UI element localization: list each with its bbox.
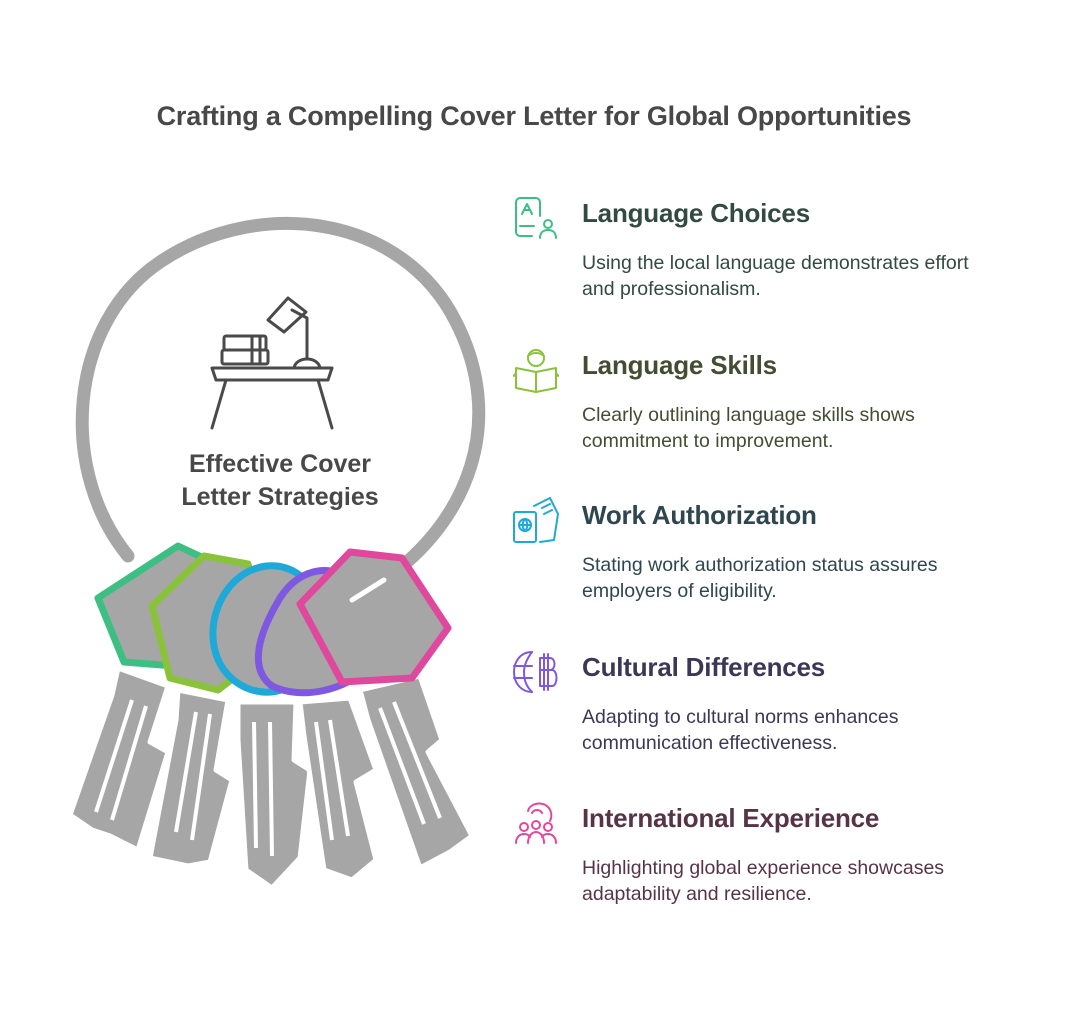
global-team-icon	[515, 802, 557, 844]
key-head-pink	[296, 548, 452, 686]
key-ring-end	[349, 577, 387, 603]
desk-lamp-icon	[210, 296, 334, 430]
key-blade-grooves	[94, 699, 442, 857]
strategy-heading: Work Authorization	[582, 500, 817, 530]
strategy-description: Highlighting global experience showcases…	[582, 857, 945, 905]
translate-person-icon	[515, 197, 557, 239]
strategy-heading: Language Skills	[582, 350, 777, 380]
page-title: Crafting a Compelling Cover Letter for G…	[156, 101, 912, 131]
key-blade-1	[67, 665, 171, 853]
strategy-description: Adapting to cultural norms enhances comm…	[582, 706, 899, 754]
key-blade-4	[297, 695, 379, 883]
strategy-description: Clearly outlining language skills shows …	[582, 404, 915, 452]
key-blade-3	[235, 699, 313, 891]
strategy-heading: International Experience	[582, 803, 880, 833]
strategy-description: Stating work authorization status assure…	[582, 554, 938, 602]
center-label: Effective Cover Letter Strategies	[181, 450, 379, 511]
strategy-description: Using the local language demonstrates ef…	[582, 252, 969, 300]
key-heads	[94, 542, 452, 697]
reading-person-icon	[513, 349, 559, 393]
globe-currency-icon	[513, 651, 558, 693]
passport-ticket-icon	[513, 497, 559, 543]
key-ring	[75, 217, 486, 587]
strategy-heading: Cultural Differences	[582, 652, 826, 682]
key-blade-2	[147, 687, 235, 869]
strategy-heading: Language Choices	[582, 198, 810, 228]
